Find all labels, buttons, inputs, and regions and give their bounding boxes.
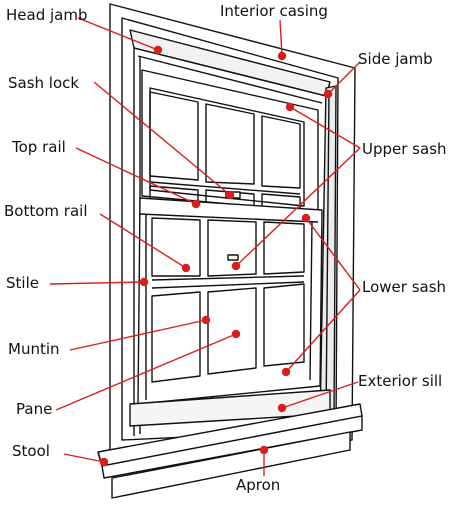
label-muntin: Muntin xyxy=(8,340,60,358)
leader-sash-lock xyxy=(93,81,231,196)
lower-sash-frame xyxy=(137,197,323,405)
leader-lower-sash-b xyxy=(285,289,361,373)
label-sash-lock: Sash lock xyxy=(8,74,80,92)
leader-exterior-sill xyxy=(281,381,359,409)
label-side-jamb: Side jamb xyxy=(358,50,433,68)
leader-head-jamb xyxy=(77,17,159,51)
label-stool: Stool xyxy=(12,442,50,460)
label-lower-sash: Lower sash xyxy=(362,278,447,296)
leader-side-jamb xyxy=(327,61,361,95)
stool-front xyxy=(101,415,363,479)
apron-shape xyxy=(111,431,351,499)
leader-stile xyxy=(49,281,145,285)
leader-lower-sash-a xyxy=(305,217,361,291)
label-stile: Stile xyxy=(6,274,39,292)
label-pane: Pane xyxy=(16,400,53,418)
leader-top-rail xyxy=(75,147,197,205)
leader-interior-casing xyxy=(279,19,283,57)
label-bottom-rail: Bottom rail xyxy=(4,202,88,220)
label-top-rail: Top rail xyxy=(12,138,66,156)
label-interior-casing: Interior casing xyxy=(220,2,328,20)
leader-upper-sash-a xyxy=(289,106,361,149)
leader-muntin xyxy=(69,319,207,351)
label-upper-sash: Upper sash xyxy=(362,140,447,158)
leader-pane xyxy=(55,333,237,411)
leader-stool xyxy=(63,453,105,463)
label-apron: Apron xyxy=(236,476,281,494)
label-exterior-sill: Exterior sill xyxy=(358,372,443,390)
label-head-jamb: Head jamb xyxy=(6,6,88,24)
leader-upper-sash-b xyxy=(235,147,361,267)
leader-bottom-rail xyxy=(99,213,187,269)
